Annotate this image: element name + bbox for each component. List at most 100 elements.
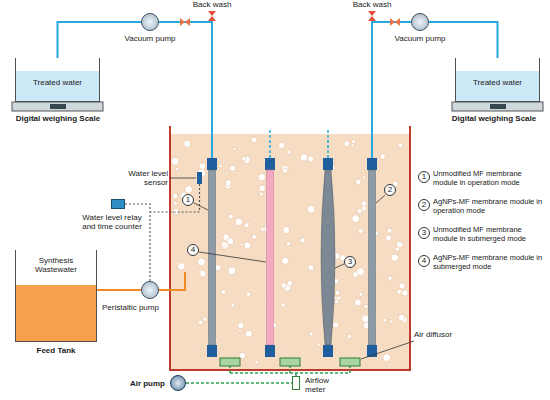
air-bubble [252,235,257,240]
legend-number: 1 [418,171,430,183]
air-bubble [335,290,340,295]
air-bubble [387,228,392,233]
air-bubble [378,198,381,201]
air-bubble [334,297,338,301]
legend-number: 4 [418,255,430,267]
air-bubble [245,221,250,226]
air-bubble [263,159,266,162]
vacuum-pump: Vacuum pump [141,13,159,31]
air-bubble [178,263,185,270]
air-bubble [225,182,232,189]
air-bubble [229,165,235,171]
legend-text: Unmodified MF membrane module in operati… [433,170,547,187]
air-bubble [388,276,393,281]
node-label: Peristaltic pump [102,303,159,312]
air-bubble [184,140,191,147]
air-bubble [235,218,243,226]
air-bubble [244,332,248,336]
air-bubble [198,320,203,325]
air-bubble [395,247,400,252]
node-label: Synthesis Wastewater [19,256,93,274]
air-bubble [335,300,339,304]
air-bubble [246,292,250,296]
node-label: Airflow meter [305,376,341,394]
air-bubble [260,227,265,232]
air-bubble [386,235,392,241]
air-bubble [344,141,350,147]
air-bubble [371,265,377,271]
air-bubble [242,157,246,161]
air-bubble [268,184,275,191]
air-bubble [355,362,360,367]
air-bubble [353,233,356,236]
air-bubble [352,215,360,223]
air-bubble [283,227,290,234]
air-bubble [171,157,179,165]
air-bubble [287,150,291,154]
air-bubble [309,332,313,336]
air-bubble [351,143,354,146]
air-bubble [390,320,393,323]
air-bubble [308,265,314,271]
air-bubble [353,271,359,277]
node-label: Treated water [19,78,96,87]
pipe-connector [97,289,141,291]
air-bubble [383,276,385,278]
air-bubble [234,171,237,174]
callout-number: 3 [344,256,356,268]
air-bubble [233,147,236,150]
air-bubble [398,314,405,321]
air-bubble [282,257,289,264]
sensor-label: Water level sensor [118,169,168,187]
line-valves [180,18,400,26]
air-bubble [265,296,269,300]
air-bubble [321,291,327,297]
air-bubble [391,254,398,261]
air-bubble [173,208,179,214]
air-bubble [255,360,259,364]
legend-text: AgNPs-MF membrane module in submerged mo… [433,254,547,271]
node-label: Vacuum pump [395,34,446,43]
air-bubble [203,317,207,321]
air-bubble [363,176,366,179]
air-manifold [230,366,350,376]
permeate-pipes [159,22,411,158]
vacuum-pump: Vacuum pump [411,13,429,31]
membrane-modules [207,158,377,357]
air-bubble [239,352,245,358]
air-bubble [364,305,368,309]
air-diffusers [220,358,360,366]
submerged-lines [270,130,328,158]
air-bubble [399,283,405,289]
air-bubble [347,334,351,338]
air-bubble [221,242,229,250]
peristaltic-pump: Peristaltic pump [141,281,159,299]
air-bubble [325,247,332,254]
feed-line [159,272,185,290]
air-bubble [361,206,366,211]
callout-number: 2 [384,184,396,196]
sensor-wire [150,184,200,212]
air-bubble [238,329,241,332]
bubbles [171,137,408,368]
air-bubble [358,229,363,234]
pipe-connector [186,382,292,384]
air-bubble [240,243,243,246]
air-bubble [279,142,285,148]
air-bubble [281,165,288,172]
node-label: Air pump [130,379,165,388]
air-bubble [282,168,287,173]
backwash-valves [208,11,376,21]
air-bubble [271,323,277,329]
air-bubble [244,223,249,228]
air-bubble [175,167,179,171]
air-bubble [320,284,325,289]
air-bubble [317,343,320,346]
air-bubble [259,185,265,191]
airflow-meter: Airflow meter [292,376,300,390]
air-bubble [194,178,197,181]
air-bubble [285,346,288,349]
air-bubble [225,172,228,175]
air-bubble [401,316,408,323]
